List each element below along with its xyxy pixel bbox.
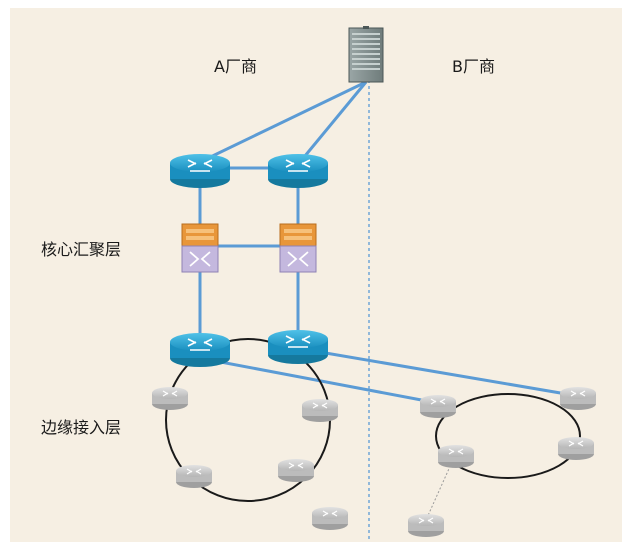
access-router-icon bbox=[312, 507, 348, 530]
access-router-icon bbox=[176, 465, 212, 488]
firewall-switch-icon bbox=[279, 223, 317, 273]
access-router-icon bbox=[278, 459, 314, 482]
vendor-a-label: A厂商 bbox=[214, 57, 257, 76]
ring-vendor-b bbox=[435, 393, 581, 479]
dotted-link-b bbox=[425, 461, 453, 521]
link-edge-a2-b-right bbox=[307, 348, 579, 398]
access-router-icon bbox=[152, 387, 188, 410]
link-server-router-a2 bbox=[298, 81, 368, 163]
router-icon bbox=[170, 333, 230, 367]
router-icon bbox=[170, 154, 230, 188]
server-rack-icon bbox=[348, 26, 384, 83]
access-router-icon bbox=[438, 445, 474, 468]
access-router-icon bbox=[302, 399, 338, 422]
vendor-b-label: B厂商 bbox=[452, 57, 495, 76]
access-router-icon bbox=[408, 514, 444, 537]
links bbox=[198, 80, 579, 404]
router-icon bbox=[268, 154, 328, 188]
core-layer-label: 核心汇聚层 bbox=[41, 240, 122, 259]
diagram-panel bbox=[10, 8, 622, 542]
firewall-switch-icon bbox=[181, 223, 219, 273]
router-icon bbox=[268, 330, 328, 364]
link-server-router-a1 bbox=[199, 80, 367, 164]
access-router-icon bbox=[558, 437, 594, 460]
access-router-icon bbox=[420, 395, 456, 418]
access-router-icon bbox=[560, 387, 596, 410]
edge-layer-label: 边缘接入层 bbox=[41, 418, 122, 437]
